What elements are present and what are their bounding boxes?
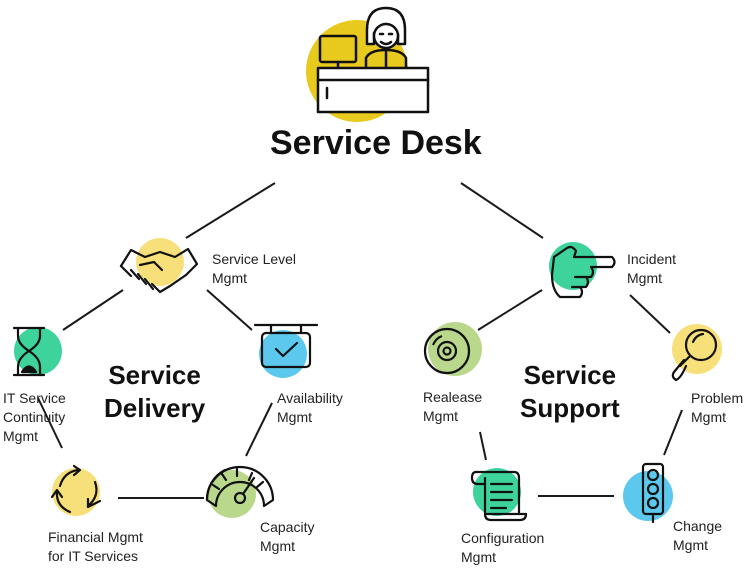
label-configuration-mgmt: Configuration Mgmt	[461, 530, 545, 565]
magnifier-icon	[671, 324, 722, 382]
connector-lines	[37, 182, 683, 499]
label-service-level-mgmt: Service Level Mgmt	[212, 251, 297, 286]
hourglass-icon	[12, 326, 62, 377]
label-change-mgmt: Change Mgmt	[673, 518, 723, 553]
scroll-icon	[470, 468, 528, 522]
sign-check-icon	[253, 323, 319, 378]
label-it-service-continuity-mgmt: IT Service Continuity Mgmt	[3, 390, 66, 444]
pointing-hand-icon	[549, 242, 616, 299]
label-availability-mgmt: Availability Mgmt	[277, 390, 343, 425]
service-desk-icon	[306, 6, 430, 122]
label-release-mgmt: Realease Mgmt	[423, 389, 483, 424]
handshake-icon	[119, 238, 199, 294]
disc-icon	[423, 322, 482, 376]
label-capacity-mgmt: Capacity Mgmt	[260, 519, 315, 554]
group-title-service-support: Service Support	[520, 360, 620, 423]
group-title-service-delivery: Service Delivery	[104, 360, 206, 423]
gauge-icon	[205, 465, 275, 518]
label-problem-mgmt: Problem Mgmt	[691, 390, 744, 425]
page-title: Service Desk	[270, 124, 482, 162]
label-incident-mgmt: Incident Mgmt	[627, 251, 677, 286]
label-financial-mgmt: Financial Mgmt for IT Services	[48, 529, 143, 564]
refresh-arrows-icon	[50, 464, 102, 516]
traffic-light-icon	[623, 462, 673, 524]
